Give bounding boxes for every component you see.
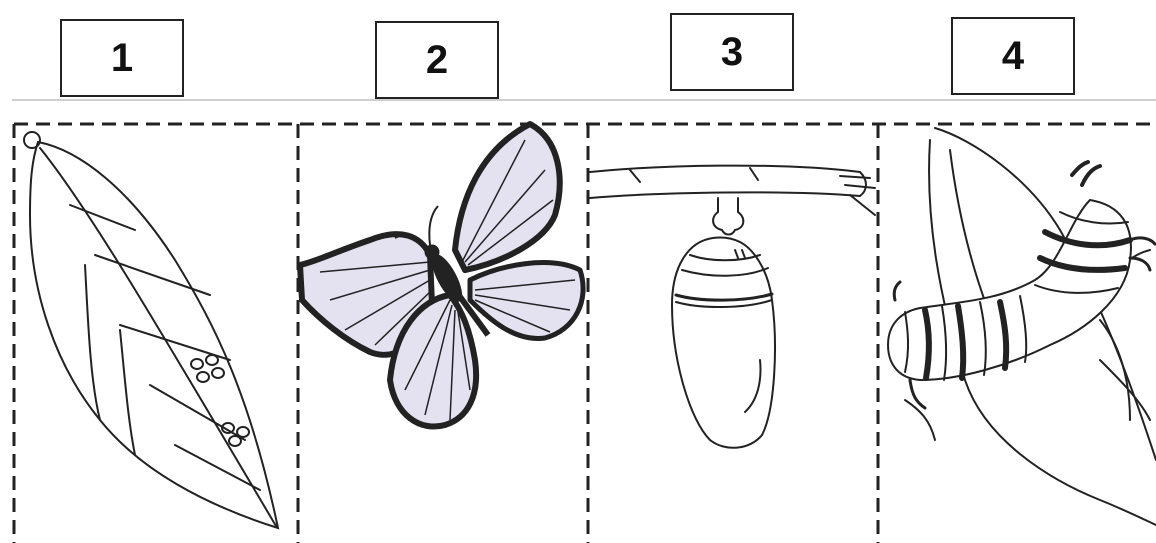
leaf-with-eggs-icon: [24, 132, 278, 528]
caterpillar-icon: [888, 128, 1156, 525]
butterfly-icon: [300, 124, 583, 427]
chrysalis-icon: [590, 166, 875, 448]
